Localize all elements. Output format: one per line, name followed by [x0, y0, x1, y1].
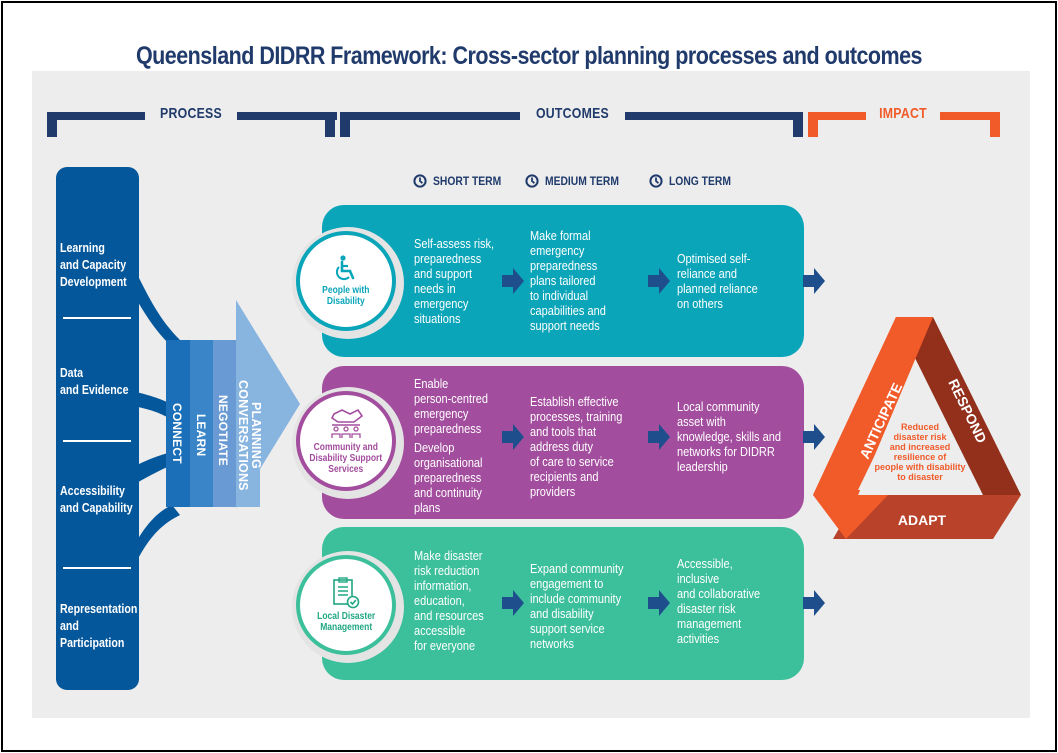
arrow-right-icon	[648, 424, 670, 450]
clock-icon	[525, 174, 539, 188]
clock-icon	[649, 174, 663, 188]
arrow-right-icon	[502, 424, 524, 450]
respond-band	[896, 317, 1021, 495]
process-divider	[63, 440, 131, 442]
wheelchair-icon	[335, 255, 355, 281]
long-term-outcome: Local community asset with knowledge, sk…	[677, 400, 781, 474]
sector-label: Local Disaster Management	[316, 611, 376, 633]
outcomes-section-label: OUTCOMES	[535, 105, 610, 122]
impact-text-line: Reduced	[901, 422, 939, 432]
term-long: LONG TERM	[649, 174, 741, 188]
long-term-outcome: Optimised self- reliance and planned rel…	[677, 252, 758, 311]
short-term-outcome: Enable person-centred emergency prepared…	[414, 377, 488, 436]
arrow-right-icon	[502, 268, 524, 294]
step-learn-label: LEARN	[194, 413, 208, 457]
term-short: SHORT TERM	[413, 174, 512, 188]
term-label: LONG TERM	[669, 174, 731, 188]
medium-term-outcome: Expand community engagement to include c…	[530, 562, 624, 651]
page-title: Queensland DIDRR Framework: Cross-sector…	[135, 42, 923, 70]
stream-3	[128, 452, 172, 488]
sector-label: Community and Disability Support Service…	[309, 441, 383, 475]
stream-1	[128, 270, 180, 345]
adapt-band	[833, 495, 1021, 539]
process-streams	[120, 270, 180, 580]
impact-text-line: and increased	[890, 442, 951, 452]
stream-2	[128, 390, 172, 420]
arrow-right-icon	[648, 590, 670, 616]
sector-badge-community-services: Community and Disability Support Service…	[296, 391, 396, 491]
sector-label: People with Disability	[322, 285, 370, 307]
process-item-learning: Learning and Capacity Development	[60, 241, 127, 289]
impact-text-line: people with disability	[874, 462, 965, 472]
impact-center	[858, 370, 978, 490]
process-item-data: Data and Evidence	[60, 366, 129, 397]
short-term-outcome: Make disaster risk reduction information…	[414, 549, 484, 653]
arrow-right-icon	[803, 590, 825, 616]
medium-term-outcome: Make formal emergency preparedness plans…	[530, 229, 606, 333]
arrow-right-icon	[502, 590, 524, 616]
planning-conversations-label: PLANNING CONVERSATIONS	[236, 380, 263, 491]
impact-text-line: resilience of	[894, 452, 948, 462]
medium-term-outcome: Establish effective processes, training …	[530, 395, 623, 499]
arrow-right-icon	[803, 424, 825, 450]
planning-conversations-band	[236, 340, 260, 507]
step-connect-label: CONNECT	[170, 402, 184, 464]
process-divider	[63, 567, 131, 569]
sector-badge-people-with-disability: People with Disability	[296, 231, 396, 331]
arrow-right-icon	[648, 268, 670, 294]
clock-icon	[413, 174, 427, 188]
term-label: MEDIUM TERM	[545, 174, 619, 188]
clipboard-check-icon	[333, 577, 360, 609]
long-term-outcome: Accessible, inclusive and collaborative …	[677, 557, 761, 646]
process-column	[56, 167, 139, 690]
impact-text-line: disaster risk	[893, 432, 947, 442]
term-medium: MEDIUM TERM	[525, 174, 631, 188]
process-section-label: PROCESS	[160, 105, 222, 122]
sector-badge-local-disaster-management: Local Disaster Management	[296, 555, 396, 655]
impact-text-line: to disaster	[897, 472, 943, 482]
impact-center-text: Reduced disaster risk and increased resi…	[874, 422, 965, 482]
learn-step	[190, 340, 213, 507]
adapt-label: ADAPT	[898, 512, 947, 528]
impact-section-label: IMPACT	[879, 105, 927, 122]
negotiate-step	[213, 340, 236, 507]
handshake-people-icon	[330, 408, 364, 438]
process-divider	[63, 317, 131, 319]
impact-triangle: ANTICIPATE RESPOND ADAPT Reduced disaste…	[813, 317, 1021, 539]
term-label: SHORT TERM	[433, 174, 502, 188]
process-item-representation: Representation and Participation	[60, 602, 138, 650]
step-negotiate-label: NEGOTIATE	[216, 394, 230, 466]
process-item-accessibility: Accessibility and Capability	[60, 484, 133, 515]
short-term-outcome-2: Develop organisational preparedness and …	[414, 441, 483, 515]
short-term-outcome: Self-assess risk, preparedness and suppo…	[414, 237, 495, 326]
connect-step	[166, 340, 190, 507]
arrow-right-icon	[803, 268, 825, 294]
